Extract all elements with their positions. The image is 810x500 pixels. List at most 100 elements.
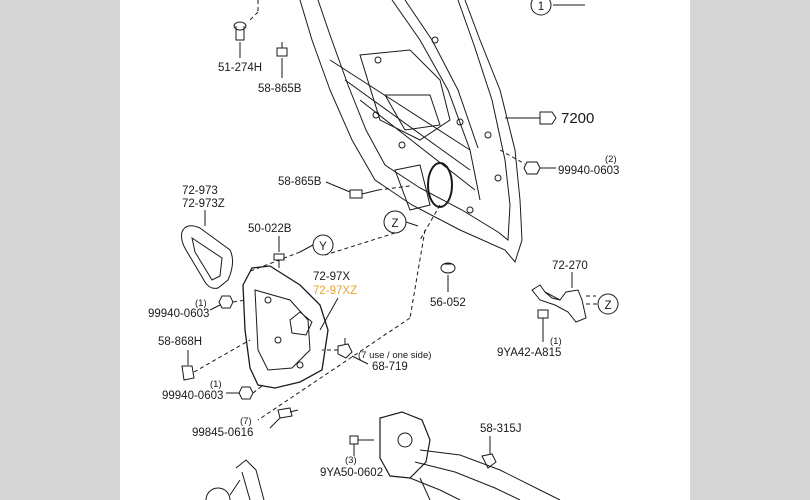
leader-line <box>319 297 339 331</box>
grommet-58-865B-mid-icon <box>349 189 379 199</box>
bolt-9YA42-A815-icon <box>537 309 549 328</box>
label-56-052: 56-052 <box>430 297 466 309</box>
door-rail-2 <box>344 79 471 171</box>
leader-line <box>325 181 351 193</box>
label-qty-1-c: (1) <box>550 336 562 347</box>
screw-99845-0616-icon <box>277 407 299 419</box>
door-hole <box>398 141 406 149</box>
door-hole <box>456 118 464 126</box>
nut-99940-0603-a-icon <box>218 295 234 309</box>
callout-circle-z-right <box>597 293 619 315</box>
latch-cable-lower <box>419 449 561 500</box>
label-72-97XZ: 72-97XZ <box>313 285 357 297</box>
part-7200-icon <box>539 111 557 125</box>
label-50-022B: 50-022B <box>248 223 292 235</box>
door-rail-3 <box>359 99 476 191</box>
door-frame-outline <box>299 0 523 264</box>
inner-handle-detail <box>254 289 311 371</box>
label-99845-0616: 99845-0616 <box>192 427 253 439</box>
leader-line <box>232 299 247 303</box>
clip-58-315J-icon <box>481 453 497 469</box>
label-9YA50-0602: 9YA50-0602 <box>320 467 383 479</box>
leader-line <box>499 149 526 165</box>
leader-line <box>351 355 369 365</box>
leader-line <box>324 232 396 256</box>
leader-line <box>229 479 241 496</box>
handle-bezel-72-973-icon <box>181 225 234 289</box>
label-7-use-note: (7 use / one side) <box>358 350 431 361</box>
leader-line <box>257 317 411 421</box>
nut-99940-0603-right-icon <box>523 161 541 175</box>
leader-line <box>269 417 281 429</box>
label-72-270: 72-270 <box>552 260 588 272</box>
screw-9YA50-0602-icon <box>349 435 374 445</box>
door-hole <box>484 131 492 139</box>
label-7200: 7200 <box>561 110 594 127</box>
door-hole <box>494 174 502 182</box>
handle-hole <box>264 296 272 304</box>
door-rail <box>329 59 471 151</box>
clip-68-719-icon <box>337 338 353 359</box>
leader-line <box>405 221 419 227</box>
pad-58-868H-icon <box>181 365 195 381</box>
leader-line <box>247 251 301 273</box>
clip-51-274H-icon <box>233 21 247 41</box>
partial-part-bottom-left-icon <box>235 459 265 500</box>
leader-line <box>377 185 411 191</box>
handle-hole <box>296 361 304 369</box>
door-lower-rib <box>394 164 431 211</box>
latch-cable-lower-2 <box>414 461 521 500</box>
leader-line <box>193 339 251 373</box>
leader-line <box>409 229 426 319</box>
door-hole <box>466 206 474 214</box>
label-58-315J: 58-315J <box>480 423 522 435</box>
label-99940-0603-b: 99940-0603 <box>162 390 223 402</box>
door-panel-opening-upper <box>359 49 451 141</box>
label-72-973Z: 72-973Z <box>182 198 225 210</box>
door-hole <box>372 111 380 119</box>
label-qty-1-b: (1) <box>210 379 222 390</box>
callout-circle-partial <box>205 487 231 500</box>
inner-handle-assembly-72-97X-icon <box>242 265 329 389</box>
leader-line <box>419 477 431 500</box>
label-72-97X: 72-97X <box>313 271 350 283</box>
label-72-973: 72-973 <box>182 185 218 197</box>
grommet-58-865B-top-icon <box>276 42 288 57</box>
door-latch-assembly-icon <box>379 411 431 479</box>
label-qty-3: (3) <box>345 455 357 466</box>
label-51-274H: 51-274H <box>218 62 262 74</box>
callout-z-left-label: Z <box>391 218 398 230</box>
leader-line <box>209 304 221 311</box>
door-hole <box>374 56 382 64</box>
label-99940-0603-right: 99940-0603 <box>558 165 619 177</box>
diagram-panel <box>120 0 690 500</box>
door-inner-frame <box>317 0 511 241</box>
latch-cable-72-270-icon <box>531 284 587 323</box>
label-58-865B-mid: 58-865B <box>278 176 322 188</box>
label-qty-1-a: (1) <box>195 298 207 309</box>
label-58-865B-top: 58-865B <box>258 83 302 95</box>
screw-50-022B-icon <box>273 253 285 268</box>
leader-line <box>247 11 259 23</box>
label-qty-2: (2) <box>605 154 617 165</box>
label-qty-7: (7) <box>240 416 252 427</box>
label-9YA42-A815: 9YA42-A815 <box>497 347 561 359</box>
inner-handle-lever <box>289 311 313 336</box>
door-window-frame-inner <box>404 0 479 149</box>
latch-hole <box>397 432 413 448</box>
callout-z-right-label: Z <box>604 300 611 312</box>
door-window-frame <box>391 0 481 201</box>
nut-99940-0603-b-icon <box>238 386 254 400</box>
leader-line <box>252 385 263 394</box>
leader-line <box>299 244 314 253</box>
label-99940-0603-a: 99940-0603 <box>148 308 209 320</box>
handle-hole <box>274 336 282 344</box>
grommet-56-052-icon <box>440 262 456 274</box>
door-hole <box>431 36 439 44</box>
label-68-719: 68-719 <box>372 361 408 373</box>
callout-1-label: 1 <box>538 1 544 13</box>
handle-bezel-inner <box>191 236 223 281</box>
callout-circle-1 <box>530 0 552 16</box>
